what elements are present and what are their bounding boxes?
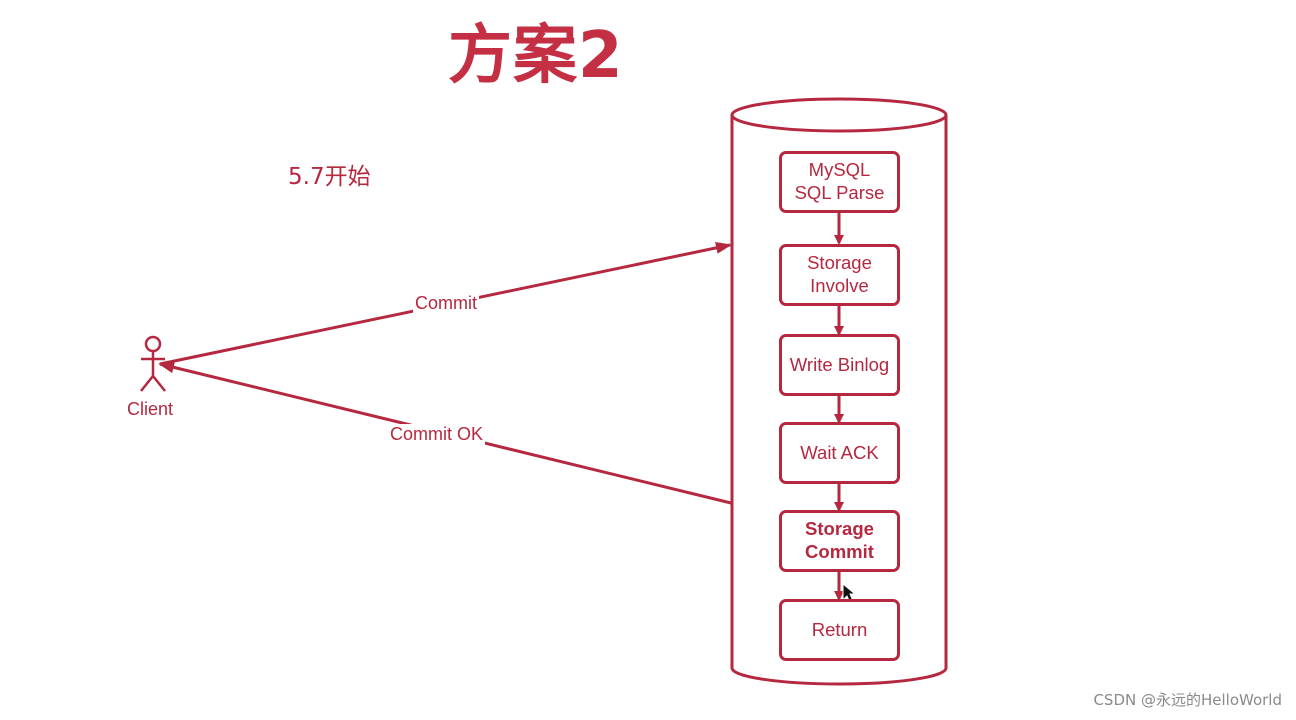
step-wait-ack: Wait ACK [779, 422, 900, 484]
diagram-title: 方案2 [448, 19, 624, 93]
commit-label: Commit [413, 293, 479, 314]
source-watermark: CSDN @永远的HelloWorld [1093, 691, 1282, 709]
step-write-binlog: Write Binlog [779, 334, 900, 396]
step-storage-involve: Storage Involve [779, 244, 900, 306]
version-note: 5.7开始 [288, 164, 371, 190]
commit-ok-label: Commit OK [388, 424, 486, 445]
client-label: Client [127, 399, 174, 419]
step-return: Return [779, 599, 900, 661]
client-actor-icon [140, 335, 166, 392]
step-sql-parse: MySQL SQL Parse [779, 151, 900, 213]
step-storage-commit: Storage Commit [779, 510, 900, 572]
